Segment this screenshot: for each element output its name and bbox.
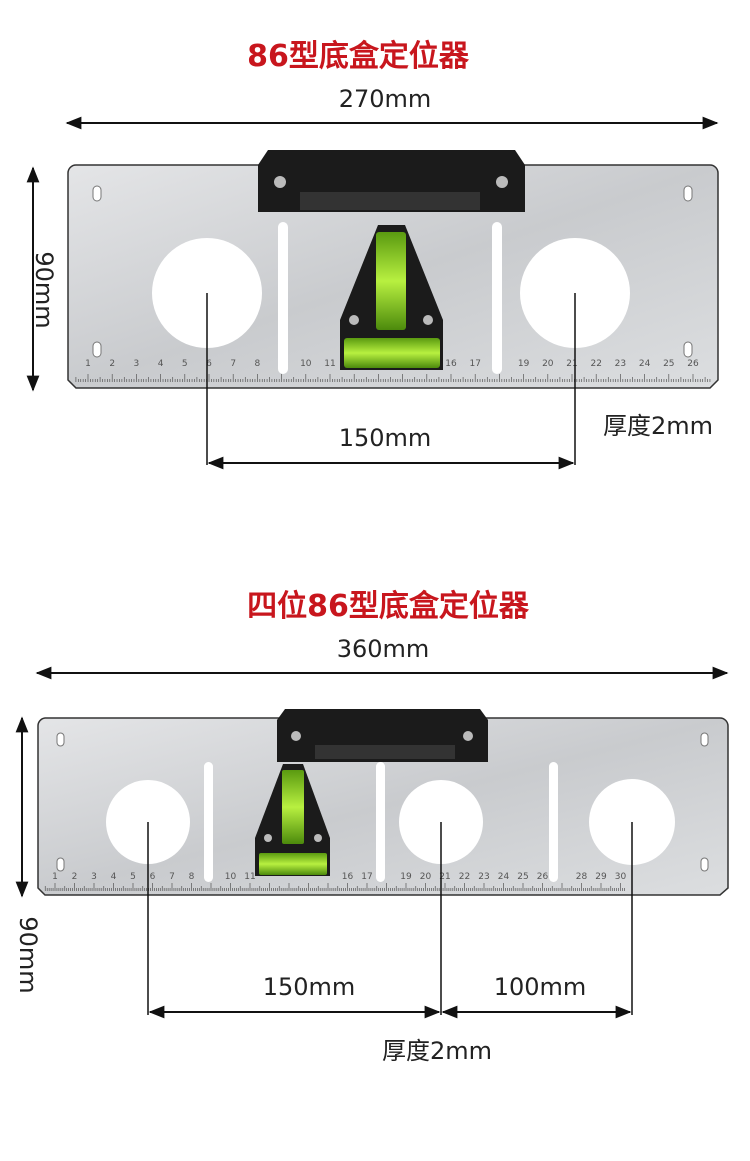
mount-hole (700, 732, 709, 747)
ruler-number: 23 (478, 872, 489, 882)
ruler-number: 3 (91, 872, 97, 882)
ruler-number: 26 (537, 872, 549, 882)
ruler-number: 28 (576, 872, 588, 882)
ruler-number: 8 (189, 872, 195, 882)
ruler-number: 1 (85, 359, 91, 369)
ruler-number: 17 (469, 359, 480, 369)
slot (376, 762, 385, 882)
slot (278, 222, 288, 374)
mount-hole (92, 185, 102, 202)
ruler-number: 19 (518, 359, 530, 369)
ruler-number: 19 (400, 872, 412, 882)
thickness-label: 厚度2mm (382, 1037, 492, 1065)
spirit-level (340, 225, 443, 370)
ruler-number: 11 (244, 872, 255, 882)
ruler-number: 6 (150, 872, 156, 882)
spacing-label-2: 100mm (494, 973, 587, 1001)
mount-hole (700, 857, 709, 872)
ruler-number: 22 (459, 872, 470, 882)
ruler-number: 2 (109, 359, 115, 369)
spacing-label: 150mm (339, 424, 432, 452)
spirit-level (255, 764, 330, 876)
mount-hole (92, 341, 102, 358)
width-label: 360mm (337, 635, 430, 663)
ruler-number: 7 (169, 872, 175, 882)
thickness-label: 厚度2mm (603, 412, 713, 440)
ruler-number: 10 (300, 359, 312, 369)
ruler-number: 20 (420, 872, 432, 882)
mount-hole (56, 732, 65, 747)
ruler-number: 5 (182, 359, 188, 369)
product-1-title: 86型底盒定位器 (247, 39, 470, 74)
ruler-number: 20 (542, 359, 554, 369)
ruler-number: 29 (595, 872, 607, 882)
ruler-number: 2 (72, 872, 78, 882)
ruler-number: 1 (52, 872, 58, 882)
ruler-number: 26 (687, 359, 699, 369)
ruler-number: 4 (158, 359, 164, 369)
ruler-number: 24 (498, 872, 510, 882)
ruler-number: 21 (439, 872, 450, 882)
ruler-number: 23 (615, 359, 626, 369)
ruler-number: 3 (134, 359, 140, 369)
ruler-number: 8 (255, 359, 261, 369)
ruler-number: 5 (130, 872, 136, 882)
ruler-number: 22 (590, 359, 601, 369)
mount-hole (56, 857, 65, 872)
product-2-title: 四位86型底盒定位器 (247, 589, 530, 624)
ruler-number: 21 (566, 359, 577, 369)
ruler-number: 16 (342, 872, 354, 882)
mount-hole (683, 341, 693, 358)
width-label: 270mm (339, 85, 432, 113)
ruler-number: 25 (663, 359, 674, 369)
handle (258, 150, 525, 212)
slot (204, 762, 213, 882)
ruler-number: 16 (445, 359, 457, 369)
ruler-number: 24 (639, 359, 651, 369)
ruler-number: 10 (225, 872, 237, 882)
spacing-label-1: 150mm (263, 973, 356, 1001)
ruler-number: 11 (324, 359, 335, 369)
handle (277, 709, 488, 762)
ruler-number: 7 (230, 359, 236, 369)
slot (549, 762, 558, 882)
mount-hole (683, 185, 693, 202)
ruler-number: 30 (615, 872, 627, 882)
ruler-number: 4 (111, 872, 117, 882)
height-label: 90mm (30, 251, 58, 328)
slot (492, 222, 502, 374)
ruler-number: 25 (517, 872, 528, 882)
height-label: 90mm (14, 916, 42, 993)
ruler-number: 6 (206, 359, 212, 369)
ruler-number: 17 (361, 872, 372, 882)
